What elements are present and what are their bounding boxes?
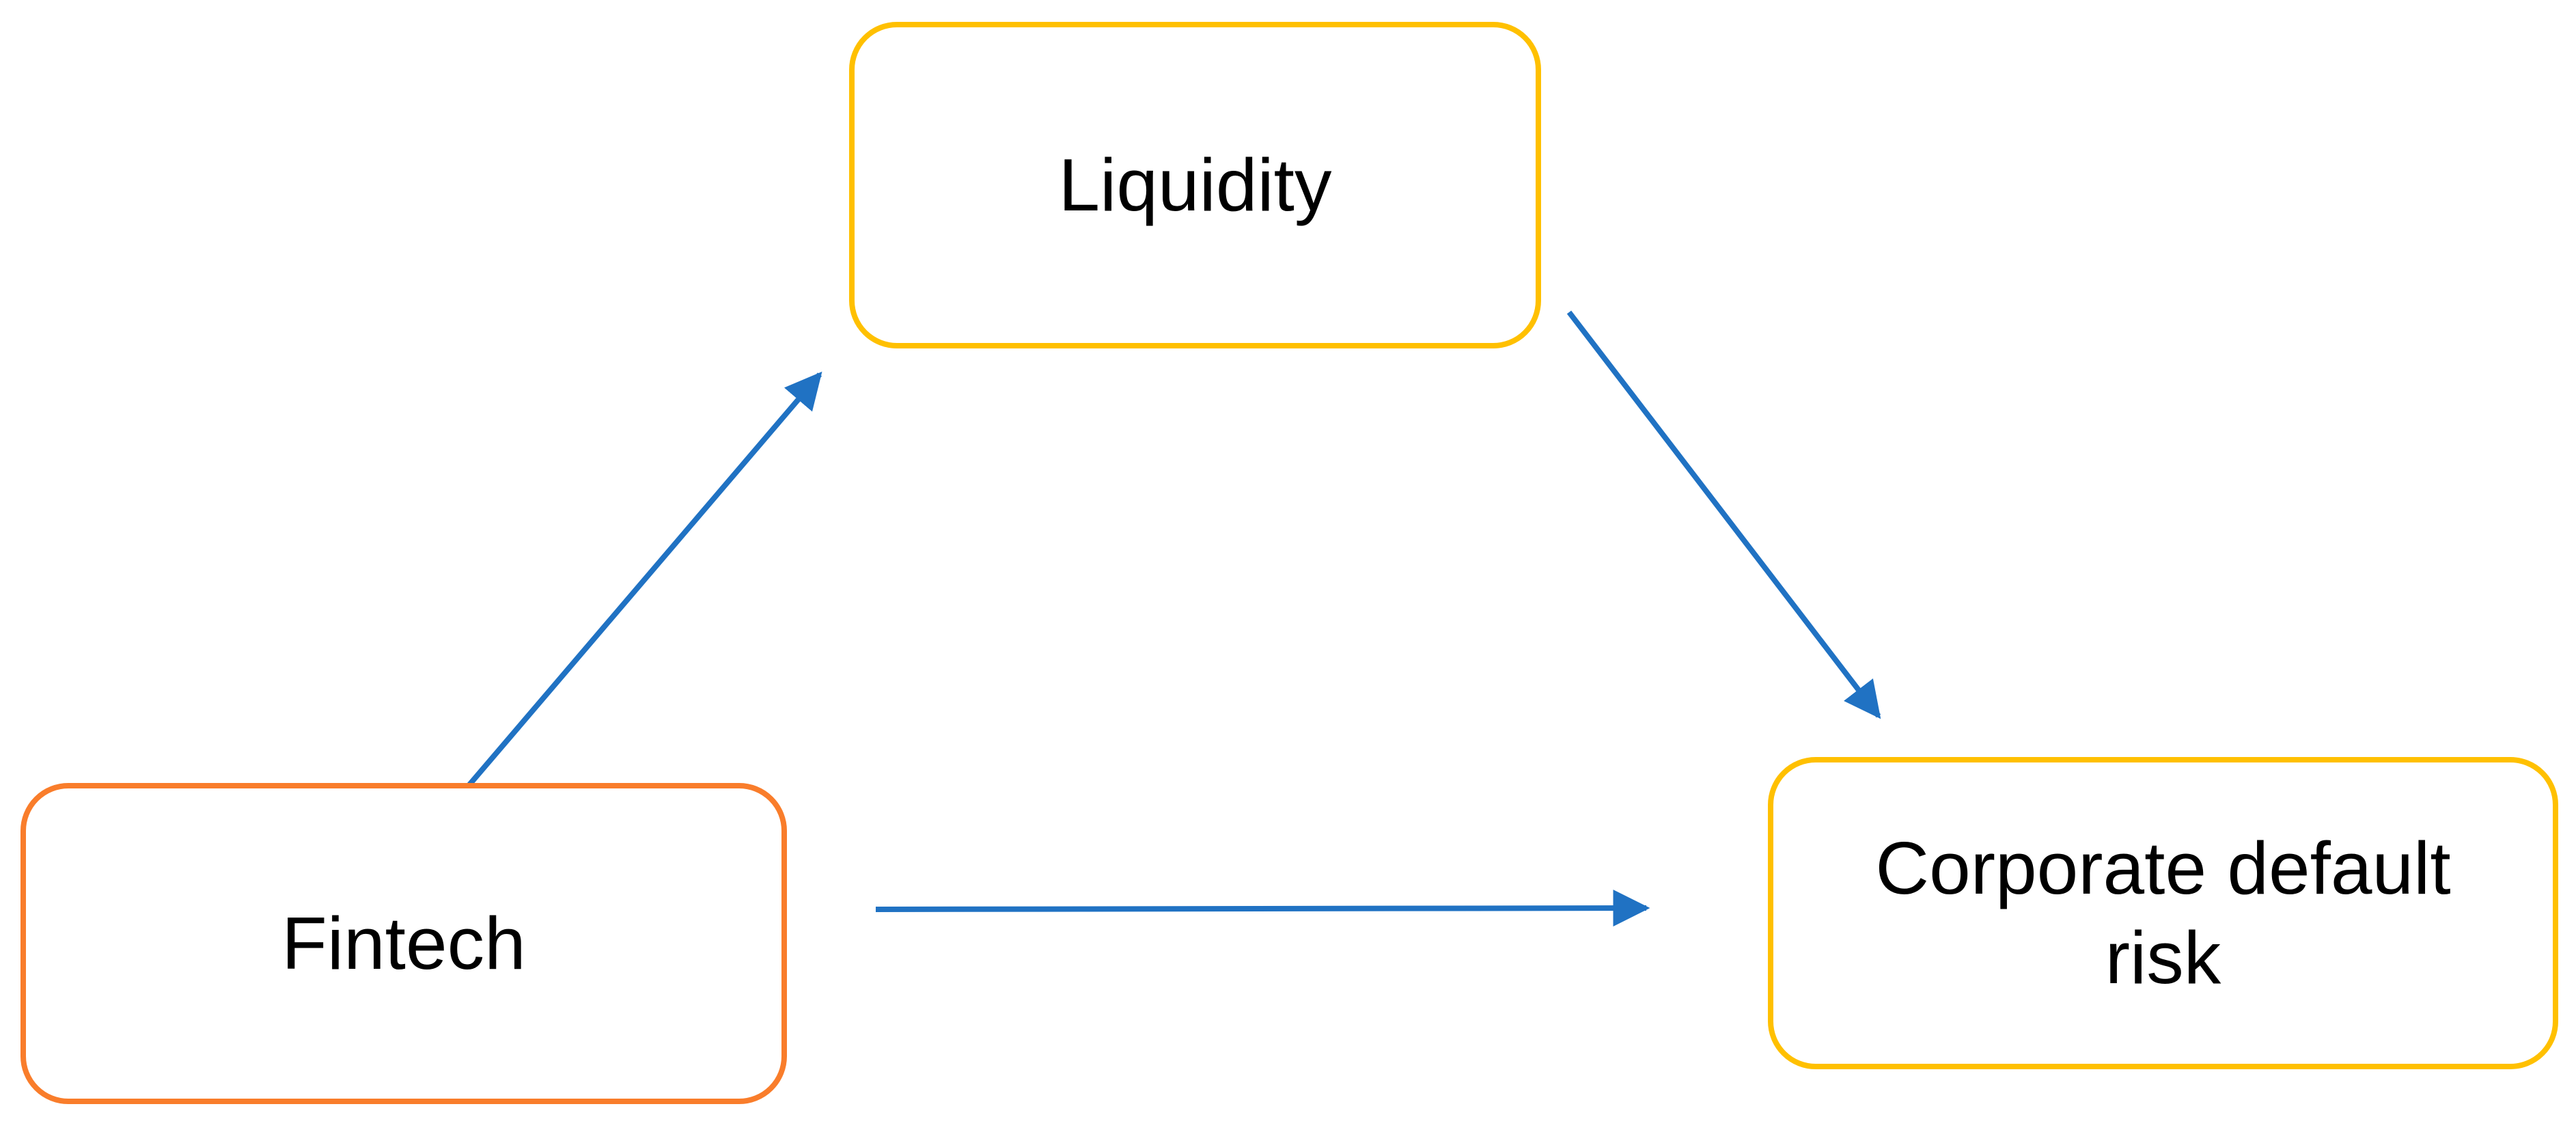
arrow-liquidity-to-corporate-default-risk [1566,310,1881,719]
node-corporate-default-risk-label: Corporate default risk [1875,826,2451,1000]
node-fintech: Fintech [20,783,787,1104]
node-corporate-default-risk: Corporate default risk [1768,757,2558,1069]
arrow-fintech-to-liquidity [465,371,822,788]
node-liquidity: Liquidity [849,22,1541,348]
node-fintech-label: Fintech [281,901,526,985]
arrow-fintech-to-corporate-default-risk [875,890,1650,927]
node-liquidity-label: Liquidity [1058,143,1332,227]
